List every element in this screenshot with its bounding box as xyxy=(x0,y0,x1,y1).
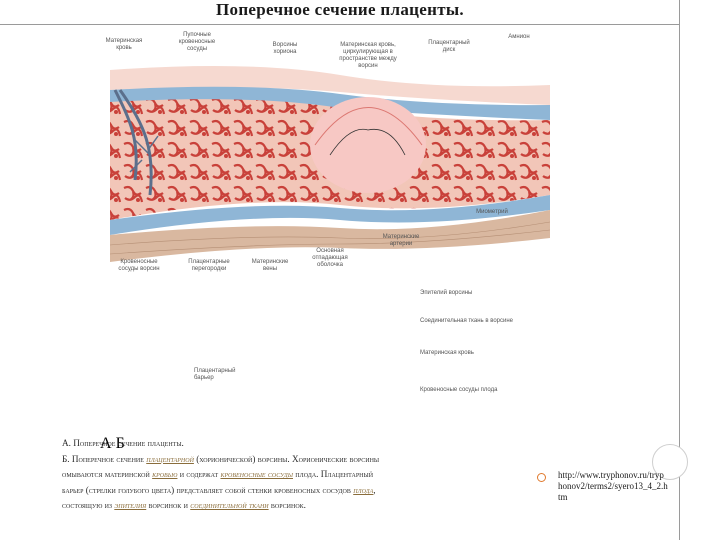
placenta-figure: А Б xyxy=(100,30,550,430)
source-url-link[interactable]: http://www.tryphonov.ru/tryphonov2/terms… xyxy=(558,470,668,503)
label-villus-fetal-vessels: Кровеносные сосуды плода xyxy=(420,387,530,394)
caption-text: и содержат xyxy=(177,469,220,479)
label-fetal-vessels: Кровеносные сосуды ворсин xyxy=(114,259,164,273)
link-fetus[interactable]: плода xyxy=(353,485,373,495)
label-maternal-blood: Материнская кровь xyxy=(102,38,146,52)
caption-text: (хорионической) ворсины. Хорионические в… xyxy=(194,454,379,464)
label-chorionic-villi: Ворсины хориона xyxy=(262,42,308,56)
label-maternal-veins: Материнские вены xyxy=(250,259,290,273)
figure-caption: А. Поперечное сечение плаценты. Б. Попер… xyxy=(62,436,562,514)
label-villus-epithelium: Эпителий ворсины xyxy=(420,290,490,297)
caption-text: барьер (стрелки голубого цвета) представ… xyxy=(62,485,353,495)
caption-line-3: омываются материнской кровью и содержат … xyxy=(62,467,562,483)
link-epithelium[interactable]: эпителия xyxy=(114,500,146,510)
slide-title: Поперечное сечение плаценты. xyxy=(0,0,680,20)
label-umbilical-vessels: Пупочные кровеносные сосуды xyxy=(172,32,222,53)
label-intervillous-space: Материнская кровь, циркулирующая в прост… xyxy=(336,42,400,70)
link-blood[interactable]: кровью xyxy=(152,469,177,479)
caption-line-1: А. Поперечное сечение плаценты. xyxy=(62,436,562,452)
frame-top-line xyxy=(0,24,680,25)
bullet-icon xyxy=(537,473,546,482)
label-placental-septa: Плацентарные перегородки xyxy=(184,259,234,273)
label-myometrium: Миометрий xyxy=(472,209,512,216)
label-villus-maternal-blood: Материнская кровь xyxy=(420,350,500,357)
caption-text: , xyxy=(373,485,375,495)
caption-line-4: барьер (стрелки голубого цвета) представ… xyxy=(62,483,562,499)
label-decidua: Основная отпадающая оболочка xyxy=(302,248,358,269)
caption-text: ворсинок. xyxy=(269,500,306,510)
link-connective-tissue[interactable]: соединительной ткани xyxy=(190,500,268,510)
label-villus-connective: Соединительная ткань в ворсине xyxy=(420,318,530,325)
label-maternal-arteries: Материнские артерии xyxy=(376,234,426,248)
label-amnion: Амнион xyxy=(504,34,534,41)
link-placental[interactable]: плацентарной xyxy=(146,454,194,464)
caption-line-2: Б. Поперечное сечение плацентарной (хори… xyxy=(62,452,562,468)
caption-text: состоящую из xyxy=(62,500,114,510)
placenta-cross-section xyxy=(110,66,550,262)
caption-text: ворсинок и xyxy=(146,500,190,510)
placenta-illustration xyxy=(100,30,550,430)
caption-text: Б. Поперечное сечение xyxy=(62,454,146,464)
link-blood-vessels[interactable]: кровеносные сосуды xyxy=(220,469,293,479)
caption-line-5: состоящую из эпителия ворсинок и соедини… xyxy=(62,498,562,514)
caption-text: омываются материнской xyxy=(62,469,152,479)
caption-text: плода. Плацентарный xyxy=(293,469,373,479)
label-barrier: Плацентарный барьер xyxy=(194,368,244,382)
label-placental-disk: Плацентарный диск xyxy=(428,40,470,54)
